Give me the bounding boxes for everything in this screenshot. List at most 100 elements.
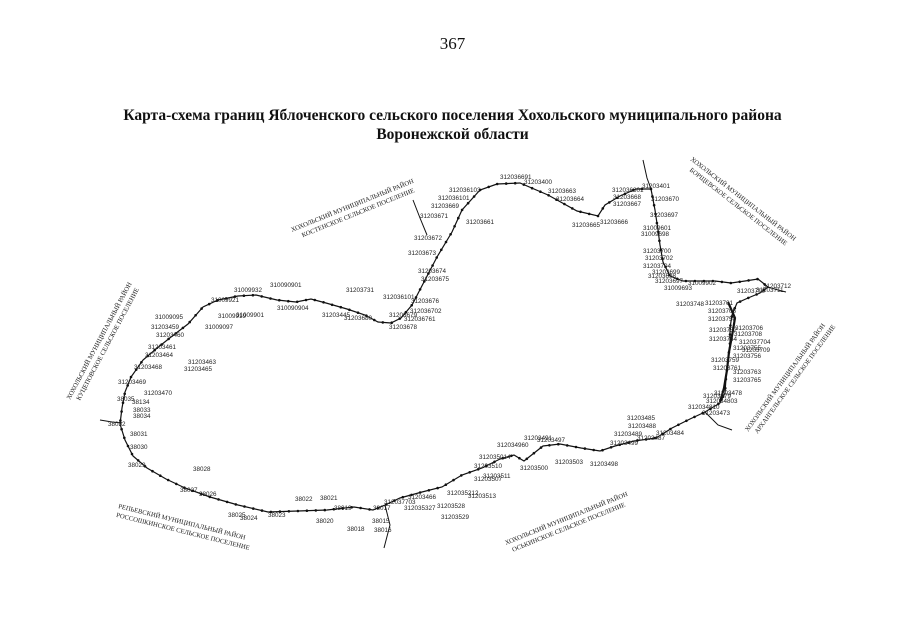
point-label: 312036691	[500, 174, 532, 181]
point-label: 310090901	[270, 282, 302, 289]
southwest-tail	[99, 419, 123, 424]
boundary-vertex	[449, 233, 452, 236]
boundary-vertex	[252, 507, 255, 510]
point-label: 31203667	[613, 201, 642, 208]
boundary-vertex	[453, 225, 456, 228]
boundary-vertex	[644, 438, 648, 441]
point-label: 31203666	[600, 219, 629, 226]
point-label: 31203485	[627, 415, 656, 422]
boundary-vertex	[504, 182, 508, 185]
boundary-vertex	[657, 230, 660, 234]
boundary-vertex	[166, 478, 170, 482]
point-label: 31203710	[737, 288, 766, 295]
boundary-vertex	[404, 310, 408, 314]
boundary-vertex	[159, 474, 162, 478]
point-label: 31203731	[346, 287, 375, 294]
map-title: Карта-схема границ Яблоченского сельског…	[0, 106, 905, 144]
neighbor-northeast-line1: ХОХОЛЬСКИЙ МУНИЦИПАЛЬНЫЙ РАЙОН	[689, 155, 798, 243]
boundary-vertex	[365, 314, 368, 318]
boundary-vertex	[762, 288, 766, 292]
point-label: 31203702	[645, 255, 674, 262]
point-label: 312036101	[438, 195, 470, 202]
boundary-vertex	[557, 442, 560, 446]
point-label: 31203679	[389, 312, 418, 319]
boundary-vertex	[733, 306, 737, 310]
point-label: 31203461	[148, 344, 177, 351]
boundary-vertex	[726, 360, 730, 363]
neighbor-north-line1: ХОХОЛЬСКИЙ МУНИЦИПАЛЬНЫЙ РАЙОН	[290, 177, 415, 234]
boundary-vertex	[729, 281, 733, 285]
point-label: 31203668	[613, 194, 642, 201]
boundary-vertex	[373, 318, 376, 322]
point-label: 31203473	[702, 410, 731, 417]
point-label: 31203499	[610, 440, 639, 447]
boundary-vertex	[390, 321, 394, 325]
point-label: 31203500	[520, 465, 549, 472]
point-label: 31203497	[537, 437, 566, 444]
boundary-vertex	[368, 508, 371, 511]
boundary-vertex	[640, 187, 644, 191]
title-line-2: Воронежской области	[376, 126, 529, 143]
boundary-vertex	[510, 454, 513, 458]
boundary-vertex	[539, 190, 542, 193]
boundary-vertex	[487, 185, 491, 189]
boundary-vertex	[618, 443, 621, 447]
boundary-vertex	[431, 264, 434, 267]
point-label: 31203661	[466, 219, 495, 226]
boundary-vertex	[304, 298, 308, 302]
boundary-vertex	[729, 324, 732, 327]
point-label: 310090904	[277, 305, 309, 312]
boundary-vertex	[493, 460, 496, 464]
point-label: 38030	[130, 444, 148, 451]
title-line-1: Карта-схема границ Яблоченского сельског…	[123, 107, 782, 124]
point-label: 31203711	[756, 287, 784, 294]
boundary-vertex	[655, 221, 659, 225]
boundary-vertex	[596, 214, 600, 218]
boundary-vertex	[684, 279, 688, 283]
boundary-vertex	[287, 510, 291, 513]
boundary-vertex	[418, 288, 422, 291]
boundary-vertex	[676, 277, 679, 281]
point-label: 31203697	[650, 212, 679, 219]
boundary-vertex	[160, 343, 163, 346]
boundary-vertex	[243, 505, 246, 508]
boundary-vertex	[661, 257, 664, 260]
boundary-vertex	[615, 196, 619, 200]
boundary-vertex	[592, 448, 595, 452]
boundary-vertex	[460, 474, 463, 477]
point-label: 31203491	[524, 435, 553, 442]
boundary-vertex	[728, 333, 732, 336]
boundary-vertex	[129, 375, 133, 379]
point-label: 312036801	[612, 187, 644, 194]
point-label: 312035327	[404, 505, 436, 512]
point-label: 31203761	[713, 365, 742, 372]
point-label: 312034960	[497, 442, 529, 449]
point-label: 31203489	[614, 431, 643, 438]
boundary-vertex	[548, 444, 551, 447]
boundary-vertex	[763, 283, 766, 286]
boundary-vertex	[587, 212, 591, 216]
point-label: 31203463	[188, 359, 217, 366]
boundary-vertex	[146, 354, 149, 358]
boundary-vertex	[410, 493, 413, 497]
point-label: 38034	[133, 413, 151, 420]
boundary-vertex	[452, 478, 455, 482]
boundary-vertex	[356, 311, 360, 315]
boundary-vertex	[381, 321, 385, 324]
boundary-vertex	[183, 486, 186, 490]
boundary-vertex	[608, 201, 611, 204]
boundary-vertex	[555, 198, 558, 201]
point-label: 38016	[374, 527, 392, 534]
point-label: 38031	[130, 431, 148, 438]
point-label: 31203669	[431, 203, 460, 210]
boundary-vertex	[121, 401, 125, 405]
boundary-vertex	[332, 507, 336, 511]
point-label: 31203709	[742, 347, 771, 354]
boundary-vertex	[756, 277, 759, 281]
boundary-vertex	[654, 212, 657, 216]
boundary-vertex	[513, 181, 517, 185]
point-label: 38032	[108, 421, 126, 428]
boundary-vertex	[717, 402, 720, 406]
boundary-vertex	[518, 456, 521, 460]
boundary-vertex	[747, 296, 750, 300]
